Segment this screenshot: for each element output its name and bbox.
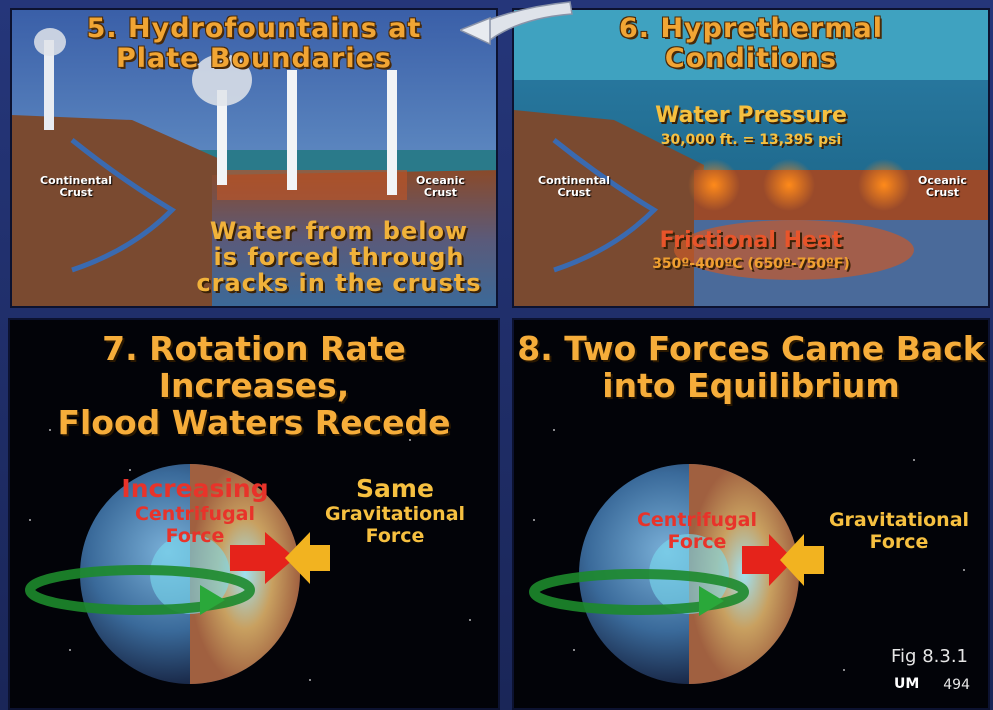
increasing-centrifugal-force-label: Increasing Centrifugal Force [110, 474, 280, 547]
panel8-gravitational-force-word: Force [869, 530, 929, 553]
frictional-heat-title: Frictional Heat [659, 228, 843, 253]
panel8-earth-illustration [529, 429, 965, 684]
panel5-title-line2: Plate Boundaries [116, 43, 392, 74]
um-logo: UM [894, 676, 920, 692]
continental-crust-label: Continental Crust [40, 175, 112, 199]
water-pressure-value: 30,000 ft. = 13,395 psi [660, 132, 842, 148]
gravitational-force-label: Gravitational Force [814, 509, 984, 554]
panel6-continental-crust-label: Continental Crust [538, 175, 610, 199]
panel5-illustration [12, 10, 496, 306]
curved-arrow-icon [460, 1, 573, 46]
panel6-title-line1: 6. Hyprethermal [619, 13, 883, 44]
figure-label: Fig 8.3.1 [891, 646, 968, 667]
force-word: Force [165, 524, 225, 547]
panel6-illustration [514, 10, 988, 306]
panel8-title-line2: into Equilibrium [602, 366, 900, 405]
panel-equilibrium: 8. Two Forces Came Back into Equilibrium… [512, 318, 990, 710]
panel6-continental-line2: Crust [557, 186, 591, 199]
page-number: 494 [943, 677, 970, 693]
panel8-centrifugal-word: Centrifugal [636, 509, 758, 531]
panel7-title-line1: 7. Rotation Rate Increases, [102, 329, 406, 405]
panel7-title: 7. Rotation Rate Increases, Flood Waters… [10, 330, 498, 441]
water-pressure-title: Water Pressure [655, 103, 847, 128]
panel5-caption-line3: cracks in the crusts [196, 269, 482, 297]
frictional-heat-value: 350º-400ºC (650º-750ºF) [652, 256, 850, 272]
gravitational-force-word: Force [365, 524, 425, 547]
oceanic-crust-line2: Crust [423, 186, 458, 199]
increasing-word: Increasing [121, 474, 269, 503]
panel5-caption: Water from below is forced through crack… [182, 218, 496, 296]
centrifugal-word: Centrifugal [134, 502, 256, 525]
panel-hyprethermal: 6. Hyprethermal Conditions Water Pressur… [512, 8, 990, 308]
panel6-title-line2: Conditions [664, 43, 838, 74]
panel5-title: 5. Hydrofountains at Plate Boundaries [12, 14, 496, 74]
panel6-title: 6. Hyprethermal Conditions [514, 14, 988, 74]
gravitational-word: Gravitational [324, 502, 466, 525]
continental-crust-line1: Continental [40, 174, 113, 187]
continental-crust-line2: Crust [59, 186, 93, 199]
panel6-oceanic-line1: Oceanic [918, 174, 967, 187]
panel6-oceanic-line2: Crust [925, 186, 960, 199]
panel-rotation-rate: 7. Rotation Rate Increases, Flood Waters… [8, 318, 500, 710]
panel8-force-word: Force [667, 530, 727, 553]
panel8-title: 8. Two Forces Came Back into Equilibrium [514, 330, 988, 404]
centrifugal-force-label: Centrifugal Force [622, 509, 772, 554]
panel8-title-line1: 8. Two Forces Came Back [517, 329, 985, 368]
panel8-gravitational-word: Gravitational [828, 509, 970, 531]
same-gravitational-force-label: Same Gravitational Force [310, 474, 480, 547]
panel5-title-line1: 5. Hydrofountains at [86, 13, 422, 44]
same-word: Same [356, 474, 434, 503]
oceanic-crust-label: Oceanic Crust [416, 175, 465, 199]
panel6-continental-line1: Continental [538, 174, 611, 187]
panel7-earth-illustration [25, 419, 471, 684]
oceanic-crust-line1: Oceanic [416, 174, 465, 187]
panel-hydrofountains: 5. Hydrofountains at Plate Boundaries Co… [10, 8, 498, 308]
panel6-oceanic-crust-label: Oceanic Crust [918, 175, 967, 199]
panel5-caption-line2: is forced through [213, 243, 465, 271]
panel5-caption-line1: Water from below [209, 217, 469, 245]
panel7-title-line2: Flood Waters Recede [57, 403, 451, 442]
